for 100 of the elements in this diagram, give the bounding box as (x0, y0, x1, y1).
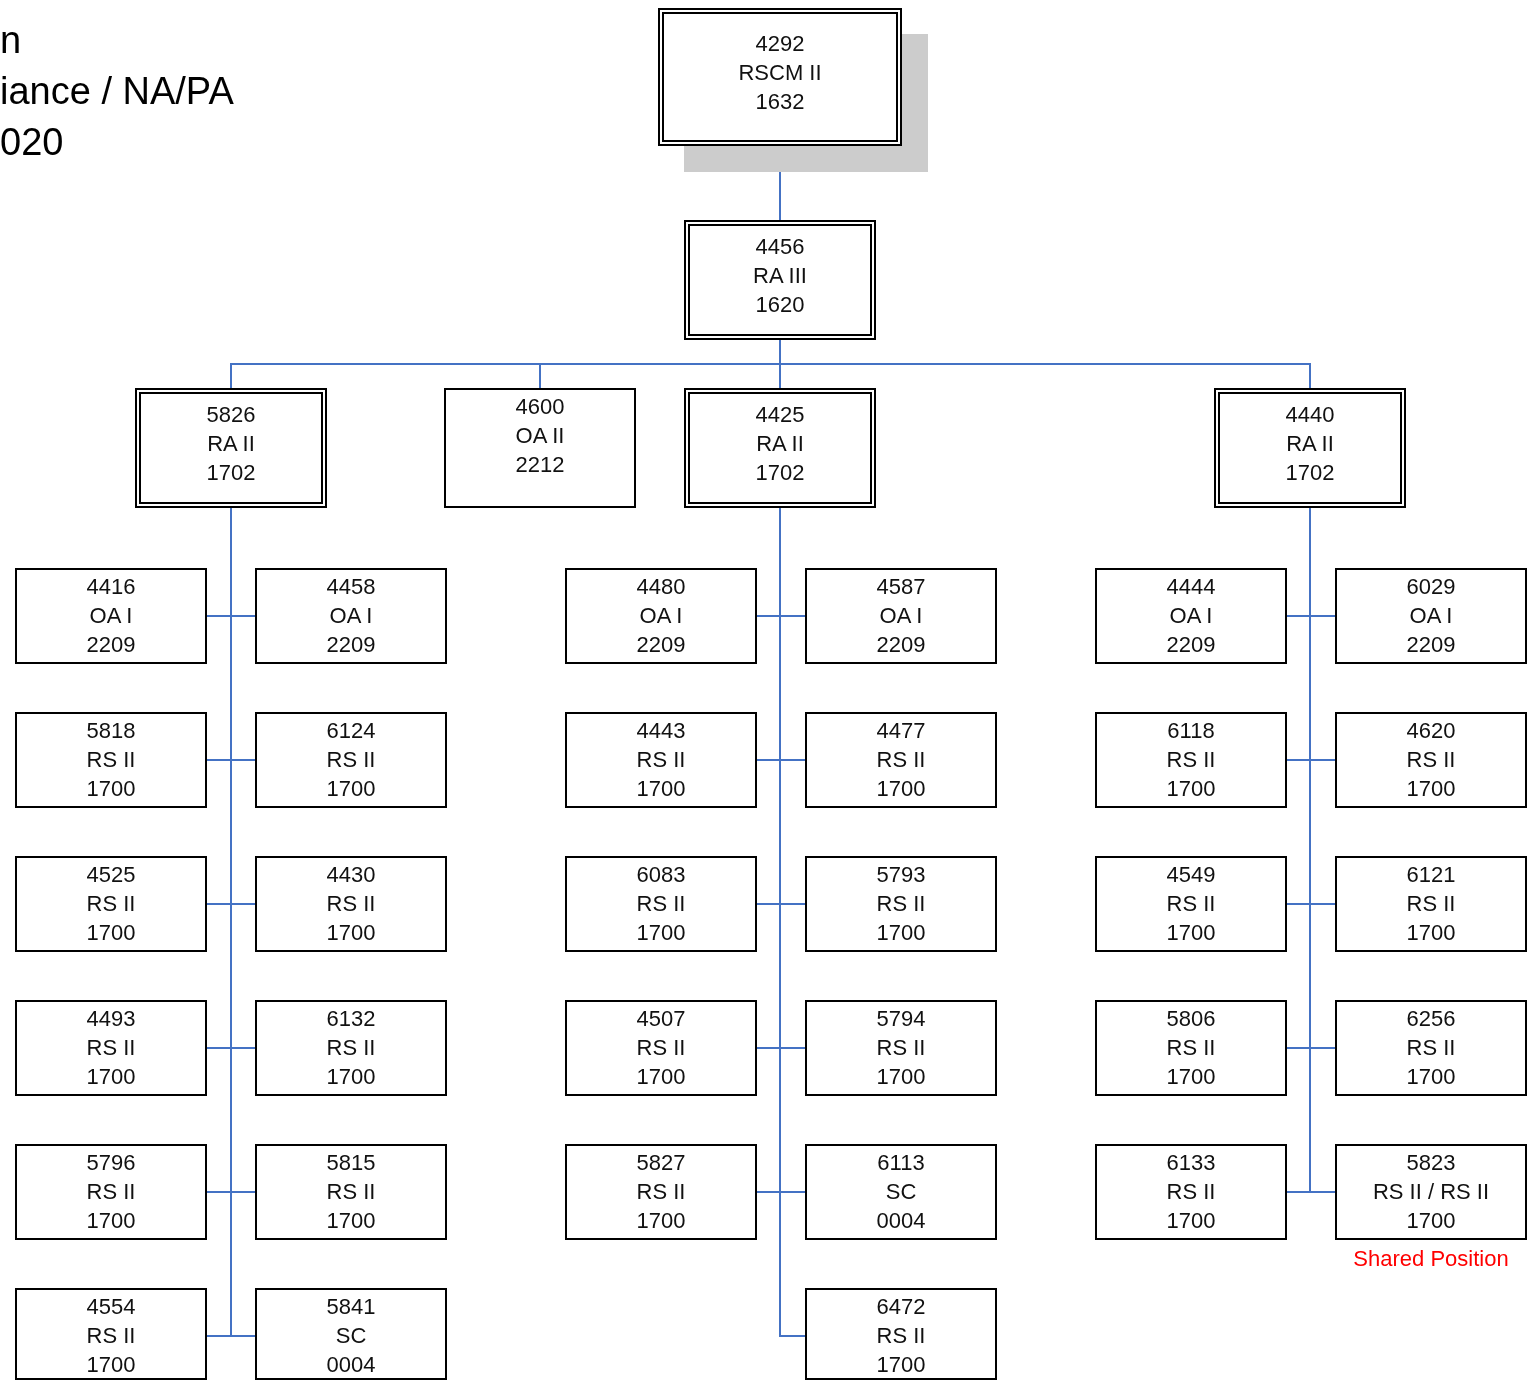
position-title: RA II (1285, 430, 1335, 458)
class-code: 1700 (635, 1207, 687, 1235)
class-code: 2209 (85, 631, 137, 659)
class-code: 1700 (1165, 1207, 1217, 1235)
position-number: 4443 (635, 717, 687, 745)
class-code: 1702 (205, 459, 257, 487)
class-code: 1700 (635, 1063, 687, 1091)
class-code: 2209 (1165, 631, 1217, 659)
class-code: 1700 (85, 1207, 137, 1235)
class-code: 1700 (1405, 919, 1457, 947)
position-title: RA II (206, 430, 256, 458)
position-number: 4549 (1165, 861, 1217, 889)
class-code: 1700 (875, 919, 927, 947)
position-number: 6124 (325, 717, 377, 745)
position-title: OA I (328, 602, 374, 630)
class-code: 1702 (1284, 459, 1336, 487)
position-title: RS II (85, 1178, 137, 1206)
class-code: 1700 (1165, 1063, 1217, 1091)
position-title: OA I (1168, 602, 1214, 630)
position-number: 5793 (875, 861, 927, 889)
position-box (565, 568, 757, 664)
class-code: 2209 (325, 631, 377, 659)
class-code: 1700 (1405, 1063, 1457, 1091)
class-code: 1700 (325, 919, 377, 947)
heading-text: n (0, 18, 22, 63)
position-title: RS II (875, 1034, 927, 1062)
position-box (1095, 856, 1287, 952)
position-number: 6121 (1405, 861, 1457, 889)
class-code: 1700 (325, 1207, 377, 1235)
class-code: 1702 (754, 459, 806, 487)
position-number: 4416 (85, 573, 137, 601)
position-number: 6132 (325, 1005, 377, 1033)
position-box (15, 1000, 207, 1096)
position-box (135, 388, 327, 508)
position-title: OA I (88, 602, 134, 630)
position-number: 4587 (875, 573, 927, 601)
position-box (684, 388, 876, 508)
position-number: 5818 (85, 717, 137, 745)
position-number: 4430 (325, 861, 377, 889)
heading-text: 020 (0, 120, 64, 165)
position-title: OA I (638, 602, 684, 630)
position-title: RS II (325, 746, 377, 774)
class-code: 1700 (1405, 775, 1457, 803)
position-title: SC (334, 1322, 368, 1350)
position-number: 6113 (876, 1149, 926, 1177)
position-box (444, 388, 636, 508)
position-title: RS II (1165, 1178, 1217, 1206)
position-box (255, 568, 447, 664)
position-number: 4444 (1165, 573, 1217, 601)
position-title: RS II (325, 890, 377, 918)
position-box (255, 856, 447, 952)
position-box (805, 1000, 997, 1096)
class-code: 1700 (1405, 1207, 1457, 1235)
position-number: 5841 (325, 1293, 377, 1321)
position-box (805, 1288, 997, 1380)
position-number: 4525 (85, 861, 137, 889)
position-box (1095, 1144, 1287, 1240)
position-box (805, 856, 997, 952)
position-number: 5794 (875, 1005, 927, 1033)
class-code: 1700 (85, 1351, 137, 1379)
position-number: 5827 (635, 1149, 687, 1177)
class-code: 0004 (875, 1207, 927, 1235)
position-title: OA I (1408, 602, 1454, 630)
position-number: 4440 (1284, 401, 1336, 429)
position-title: RS II (1405, 1034, 1457, 1062)
position-title: SC (884, 1178, 918, 1206)
position-title: RS II (1405, 746, 1457, 774)
position-title: RS II (635, 746, 687, 774)
position-number: 6256 (1405, 1005, 1457, 1033)
class-code: 2209 (875, 631, 927, 659)
position-number: 6118 (1166, 717, 1216, 745)
position-title: OA I (878, 602, 924, 630)
position-box (255, 1288, 447, 1380)
position-box (805, 568, 997, 664)
position-box (1335, 1000, 1527, 1096)
position-title: RS II (1165, 890, 1217, 918)
position-title: RS II (635, 1034, 687, 1062)
class-code: 1700 (325, 1063, 377, 1091)
class-code: 2209 (635, 631, 687, 659)
position-number: 5796 (85, 1149, 137, 1177)
position-box (805, 1144, 997, 1240)
position-title: RS II (325, 1178, 377, 1206)
position-box (1335, 568, 1527, 664)
position-box (565, 1144, 757, 1240)
position-box (1214, 388, 1406, 508)
position-title: RS II (1165, 1034, 1217, 1062)
position-number: 4620 (1405, 717, 1457, 745)
position-box (805, 712, 997, 808)
position-number: 4477 (875, 717, 927, 745)
position-title: RSCM II (737, 59, 823, 87)
class-code: 1700 (875, 775, 927, 803)
position-box (15, 1144, 207, 1240)
class-code: 1700 (85, 775, 137, 803)
position-title: RS II (875, 890, 927, 918)
position-box (15, 856, 207, 952)
position-box (565, 856, 757, 952)
position-box (15, 1288, 207, 1380)
position-number: 6133 (1165, 1149, 1217, 1177)
position-box (255, 712, 447, 808)
position-title: RS II (1405, 890, 1457, 918)
